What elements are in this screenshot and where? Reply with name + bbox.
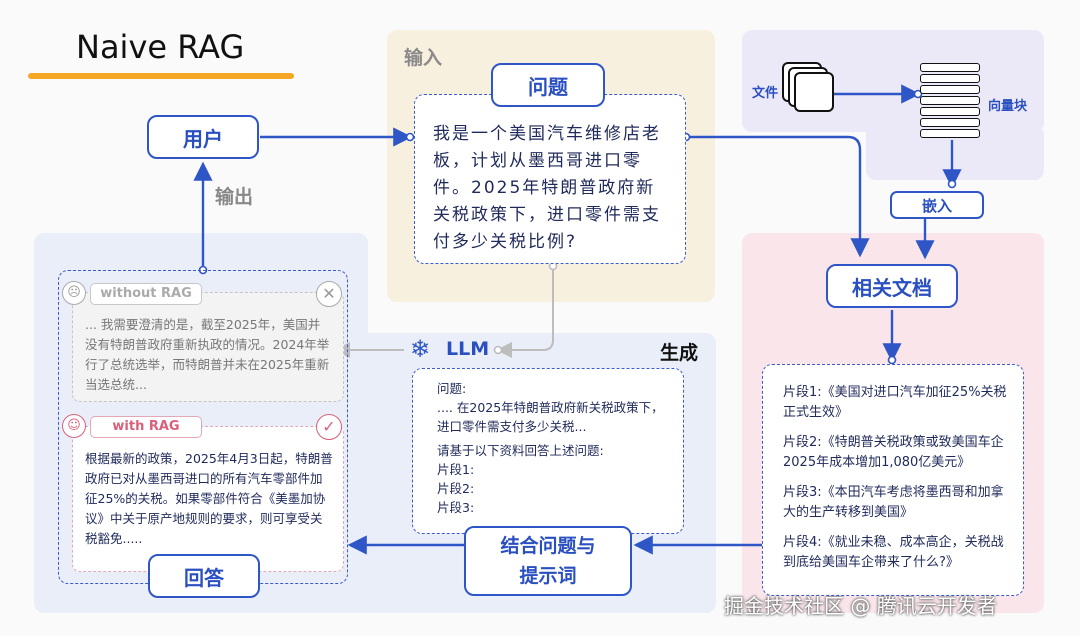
file-label: 文件	[752, 86, 779, 101]
vector-stack-icon	[920, 63, 980, 143]
prompt-line-6: 片段3:	[437, 500, 475, 515]
title-underline	[28, 73, 294, 79]
output-label: 输出	[215, 186, 254, 208]
embed-node: 嵌入	[890, 191, 984, 219]
check-icon: ✓	[316, 414, 342, 440]
snippet-4: 片段4:《就业未稳、成本高企，关税战到底给美国车企带来了什么?》	[783, 535, 1004, 570]
vector-label: 向量块	[988, 99, 1028, 114]
with-rag-text: 根据最新的政策，2025年4月3日起，特朗普政府已对从墨西哥进口的所有汽车零部件…	[85, 451, 333, 546]
llm-label: LLM	[446, 338, 490, 360]
with-rag-box: 根据最新的政策，2025年4月3日起，特朗普政府已对从墨西哥进口的所有汽车零部件…	[72, 426, 344, 572]
without-rag-box: ... 我需要澄清的是，截至2025年，美国并没有特朗普政府重新执政的情况。20…	[72, 292, 344, 402]
input-label: 输入	[404, 47, 443, 69]
prompt-line-3: 请基于以下资料回答上述问题:	[437, 443, 604, 458]
user-node: 用户	[147, 115, 259, 159]
sad-face-icon: ☹	[62, 281, 86, 305]
page-title: Naive RAG	[76, 28, 245, 66]
related-docs-node: 相关文档	[826, 264, 958, 308]
prompt-line-2: .... 在2025年特朗普政府新关税政策下，进口零件需支付多少关税...	[437, 400, 664, 434]
snippets-box: 片段1:《美国对进口汽车加征25%关税正式生效》 片段2:《特朗普关税政策或致美…	[762, 364, 1024, 596]
prompt-box: 问题: .... 在2025年特朗普政府新关税政策下，进口零件需支付多少关税..…	[412, 368, 684, 534]
snippet-3: 片段3:《本田汽车考虑将墨西哥和加拿大的生产转移到美国》	[783, 485, 1004, 520]
question-text: 我是一个美国汽车维修店老板，计划从墨西哥进口零件。2025年特朗普政府新关税政策…	[433, 124, 661, 252]
snippet-1: 片段1:《美国对进口汽车加征25%关税正式生效》	[783, 385, 1007, 420]
prompt-line-4: 片段1:	[437, 462, 475, 477]
combine-node: 结合问题与提示词	[464, 526, 632, 596]
close-icon: ✕	[316, 281, 342, 307]
without-rag-text: ... 我需要澄清的是，截至2025年，美国并没有特朗普政府重新执政的情况。20…	[85, 317, 330, 392]
with-rag-label: with RAG	[90, 416, 202, 438]
answer-node: 回答	[148, 554, 260, 598]
watermark: 掘金技术社区 @ 腾讯云开发者	[724, 594, 997, 618]
generate-label: 生成	[660, 342, 699, 364]
question-box: 我是一个美国汽车维修店老板，计划从墨西哥进口零件。2025年特朗普政府新关税政策…	[414, 94, 686, 264]
snowflake-icon: ❄	[410, 335, 431, 363]
question-label: 问题	[491, 63, 605, 107]
file-icon	[782, 62, 838, 112]
prompt-line-1: 问题:	[437, 381, 467, 396]
without-rag-label: without RAG	[90, 283, 202, 305]
snippet-2: 片段2:《特朗普关税政策或致美国车企2025年成本增加1,080亿美元》	[783, 435, 1004, 470]
neutral-face-icon: ☺	[62, 414, 86, 438]
prompt-line-5: 片段2:	[437, 481, 475, 496]
